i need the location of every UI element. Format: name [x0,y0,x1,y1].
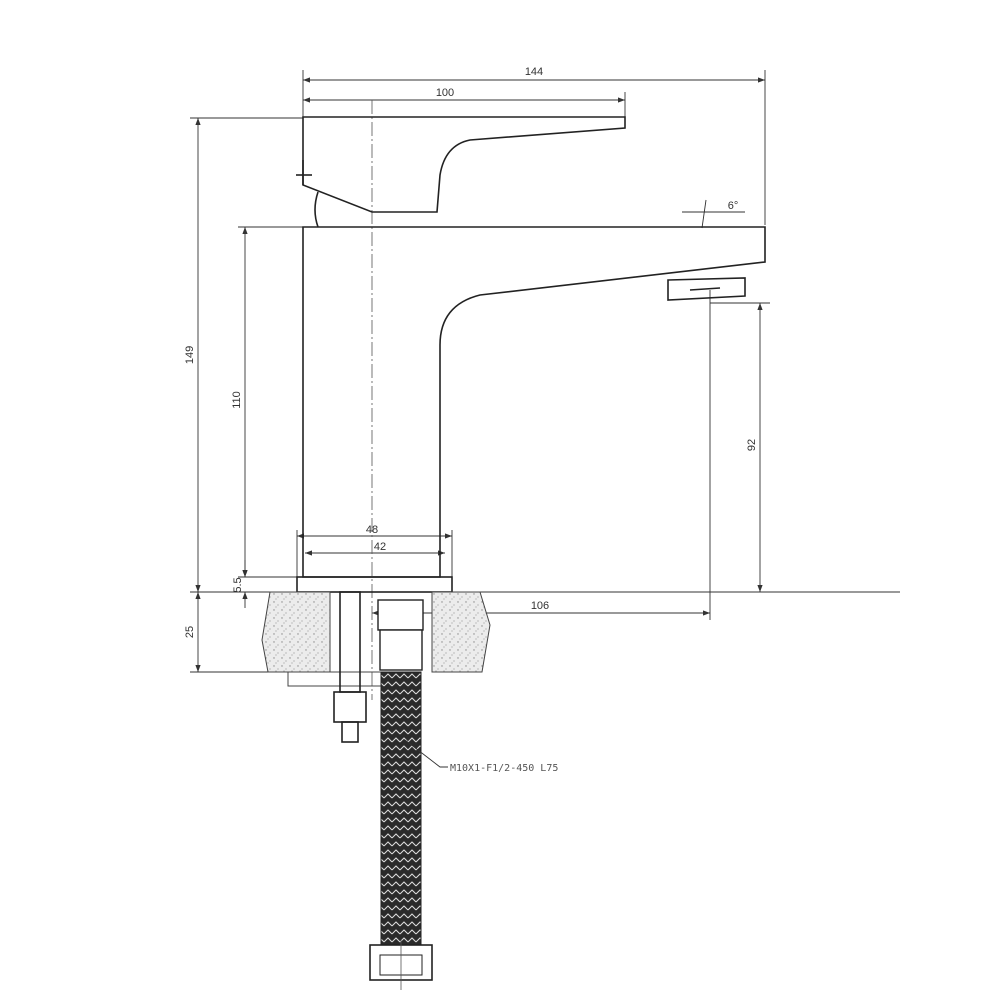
dim-base-outer: 48 [366,524,378,536]
faucet-body [302,226,766,578]
dim-spout-clearance: 92 [746,439,758,451]
dim-spout-reach: 106 [531,600,549,612]
dim-handle-length: 100 [436,87,454,99]
dim-counter-thickness: 25 [184,626,196,638]
dim-base-inner: 42 [374,541,386,553]
countertop-section [261,591,491,687]
hose-callout-leader [404,739,448,768]
dim-spout-angle: 6° [728,200,739,212]
base-plate [296,576,453,593]
dim-plate-thickness: 5.5 [232,577,244,592]
dim-overall-width: 144 [525,66,543,78]
lever-handle [296,116,626,228]
dim-overall-height: 149 [184,346,196,364]
dimension-lines [195,77,765,672]
hose-spec-label: M10X1-F1/2-450 L75 [450,763,558,774]
dim-body-height: 110 [231,391,243,409]
flexible-hose [369,599,433,990]
mounting-bolt [333,591,367,743]
